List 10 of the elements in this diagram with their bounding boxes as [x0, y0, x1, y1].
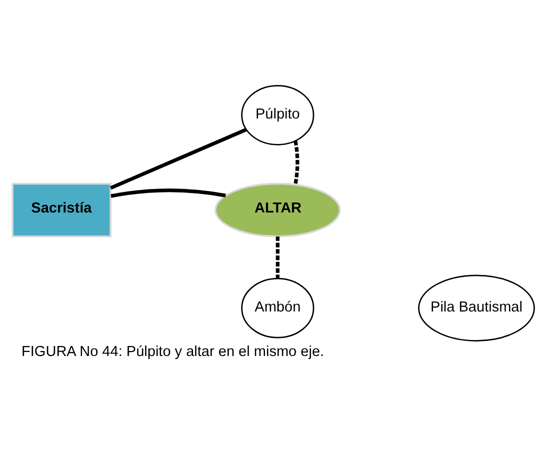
caption: FIGURA No 44: Púlpito y altar en el mismo eje. — [22, 344, 324, 360]
node-ellipse: Púlpito — [241, 84, 314, 145]
node-ellipse: ALTAR — [214, 182, 341, 237]
node-box: Sacristía — [12, 182, 112, 237]
connector — [276, 236, 280, 278]
connector — [110, 127, 247, 190]
node-ellipse: Pila Bautismal — [418, 274, 535, 341]
connector — [294, 140, 300, 185]
node-ellipse: Ambón — [241, 277, 314, 338]
connector — [110, 188, 226, 198]
